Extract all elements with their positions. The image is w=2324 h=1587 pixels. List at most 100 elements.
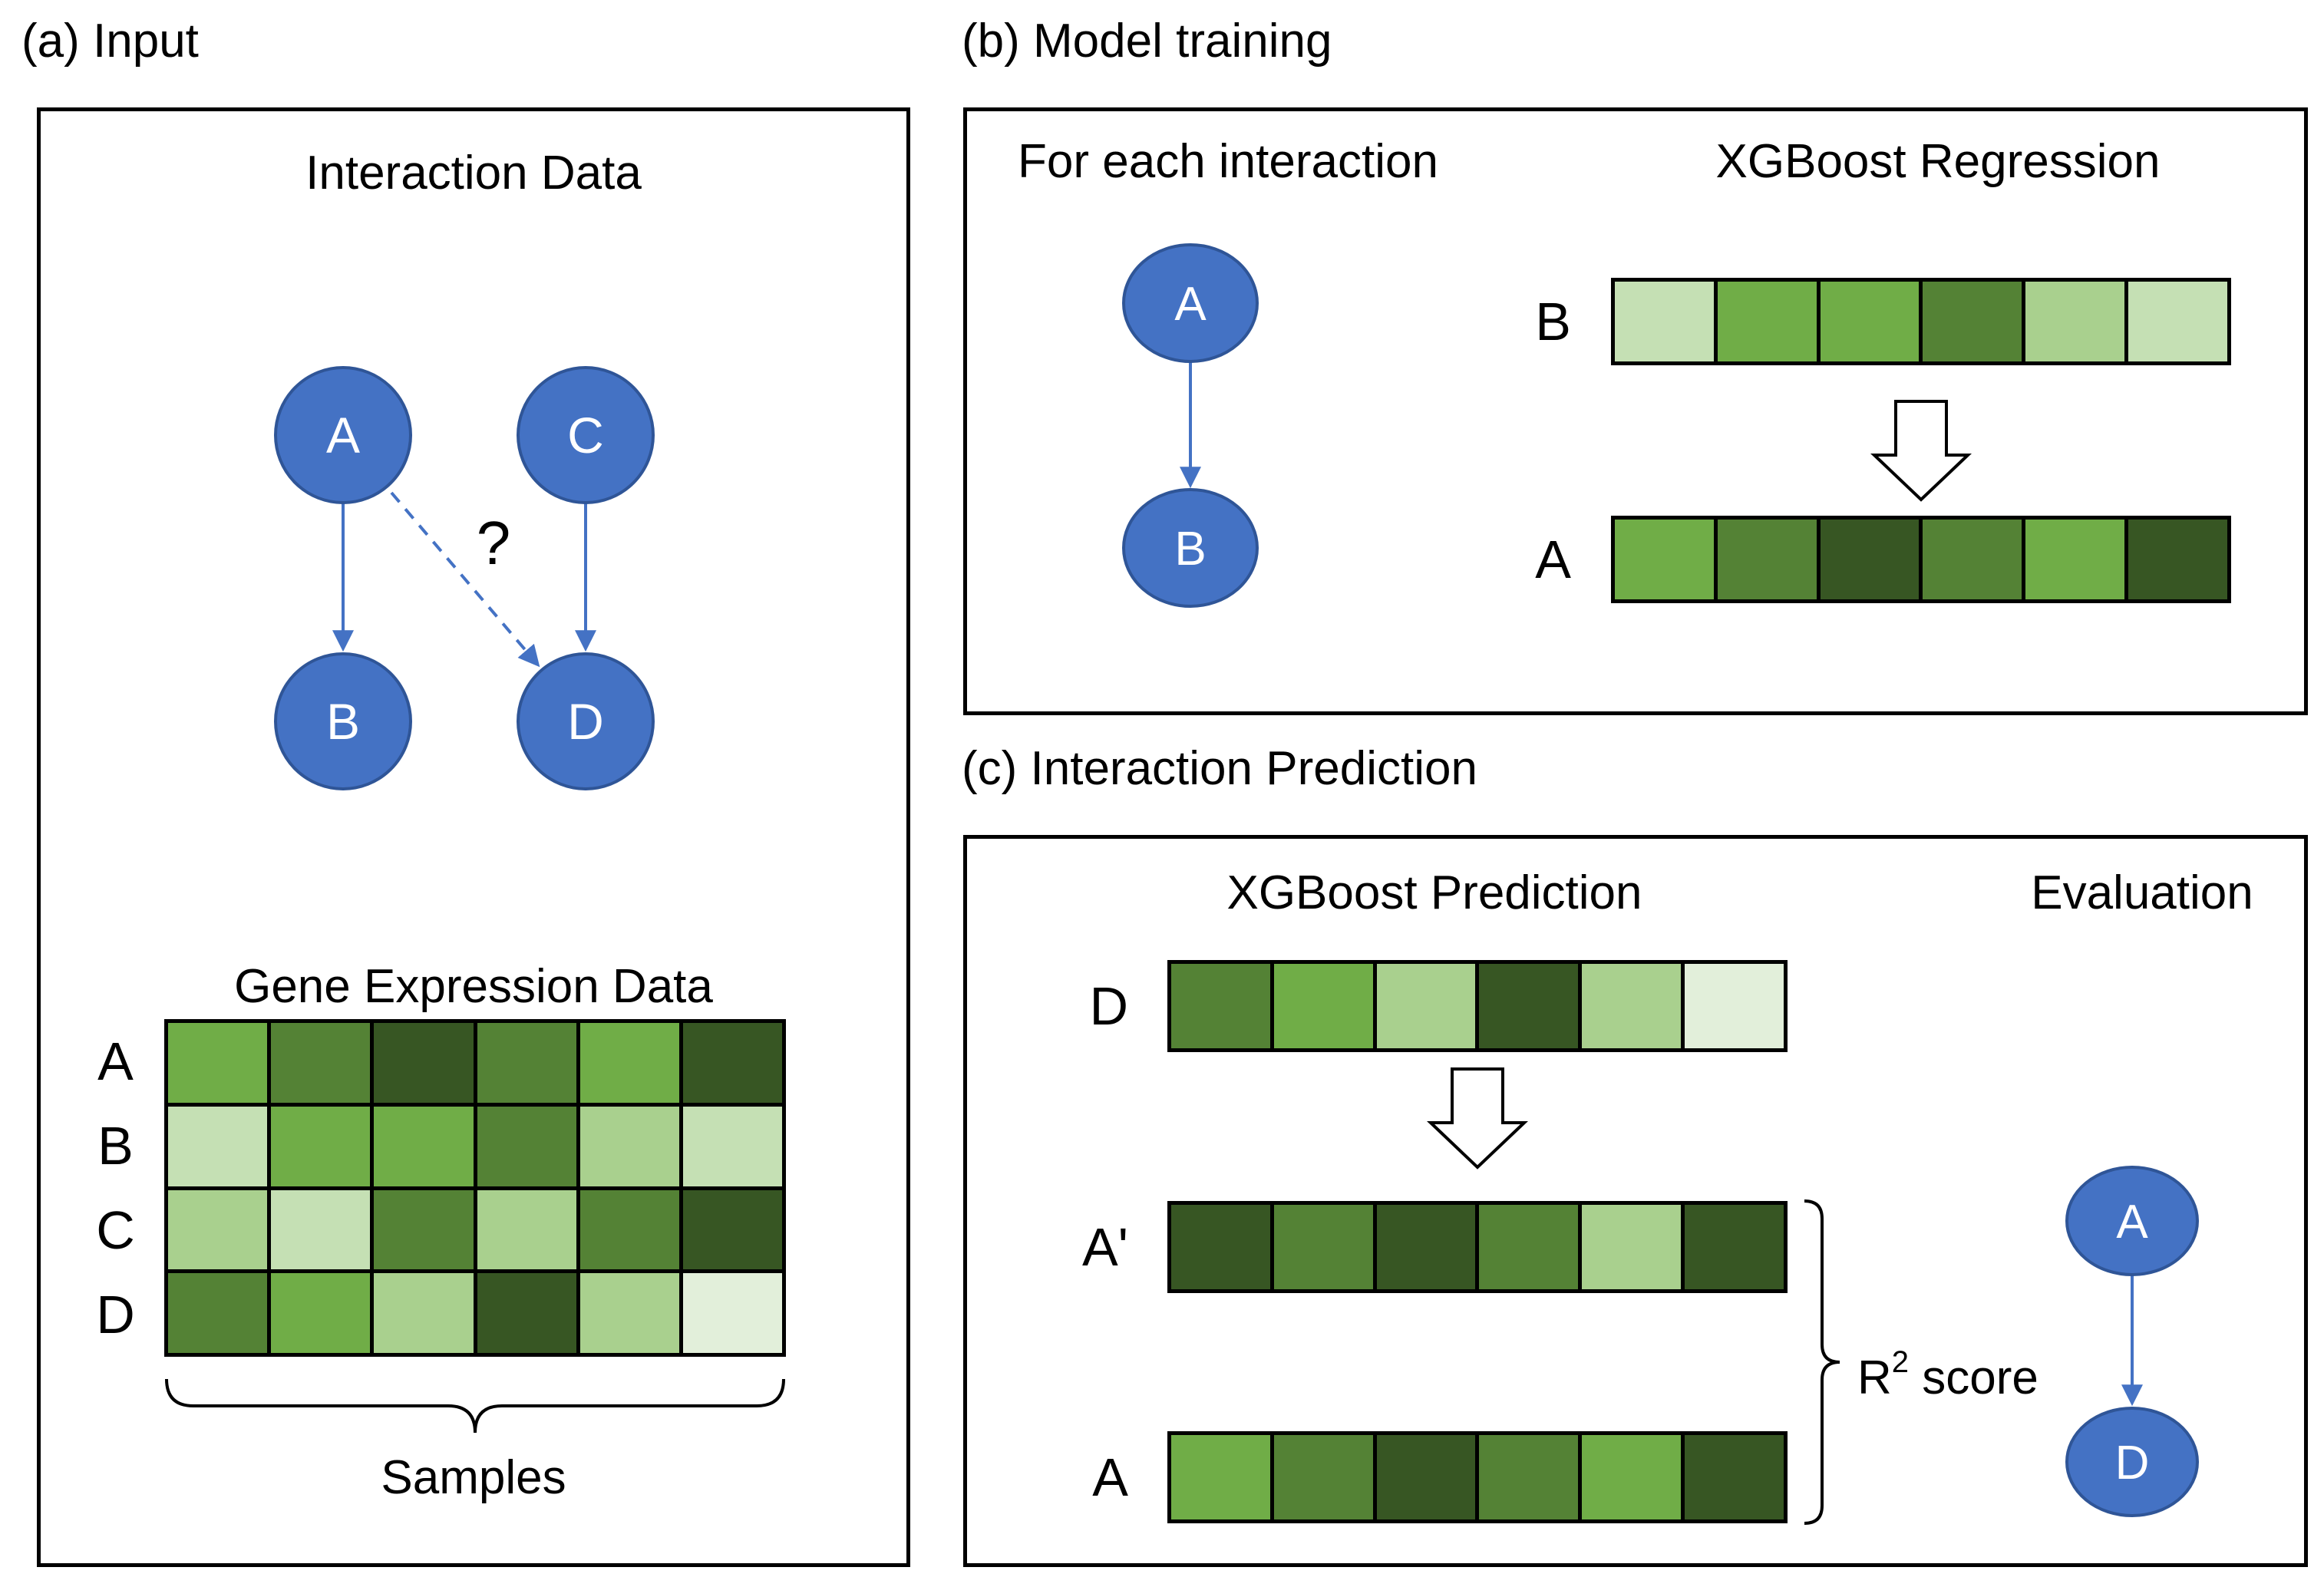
interaction-data-heading: Interaction Data: [305, 147, 642, 200]
expression-cell: [1376, 1435, 1480, 1519]
expression-cell: [1820, 520, 1923, 599]
panel-b-title: (b) Model training: [962, 15, 1332, 68]
expression-cell: [477, 1273, 580, 1353]
node-a-circle: [274, 366, 412, 504]
expression-cell: [1479, 964, 1583, 1048]
expression-cell: [1582, 1205, 1685, 1289]
expression-cell: [1685, 964, 1784, 1048]
expression-cell: [477, 1023, 580, 1103]
gene-expression-heading: Gene Expression Data: [234, 960, 713, 1013]
node-b-label: B: [1174, 523, 1206, 576]
expression-cell: [1923, 282, 2026, 361]
node-d-circle: [517, 652, 655, 790]
heatmap-row-label: B: [97, 1116, 134, 1176]
expression-cell: [1615, 520, 1718, 599]
expression-cell: [579, 1273, 683, 1353]
node-a-circle: [2065, 1166, 2199, 1276]
expression-cell: [2025, 282, 2129, 361]
expression-cell: [1171, 964, 1274, 1048]
heatmap-row-label: D: [96, 1285, 135, 1344]
expression-cell: [477, 1106, 580, 1186]
expression-cell: [2128, 282, 2227, 361]
expression-heatmap: [164, 1019, 786, 1357]
panel-b-model-training: For each interaction XGBoost Regression …: [963, 107, 2308, 715]
node-a-circle: [1122, 243, 1259, 363]
samples-brace: [165, 1378, 785, 1434]
expression-cell: [168, 1189, 272, 1270]
expression-cell: [374, 1023, 477, 1103]
r2-base: R: [1857, 1351, 1892, 1404]
expression-cell: [579, 1106, 683, 1186]
xgboost-prediction-heading: XGBoost Prediction: [1226, 866, 1642, 919]
panel-c-interaction-prediction: XGBoost Prediction Evaluation D A' A R2 …: [963, 835, 2308, 1567]
node-d-circle: [2065, 1407, 2199, 1517]
expression-cell: [1717, 520, 1821, 599]
r2-brace: [1804, 1199, 1840, 1525]
expression-cell: [1273, 1435, 1377, 1519]
expression-cell: [1582, 1435, 1685, 1519]
panel-a-input: Interaction Data ? A C B D Gene Expressi…: [37, 107, 910, 1567]
interaction-graph: ? A C B D: [274, 366, 655, 790]
expression-cell: [1923, 520, 2026, 599]
samples-brace-path: [165, 1378, 785, 1434]
heatmap-row: [168, 1106, 783, 1190]
expression-cell: [682, 1023, 783, 1103]
node-d-label: D: [567, 693, 604, 750]
node-b-circle: [1122, 488, 1259, 608]
expression-cell: [1376, 964, 1480, 1048]
strip-d-input: [1167, 960, 1788, 1052]
strip-a-actual-label: A: [1092, 1447, 1128, 1507]
expression-cell: [1171, 1435, 1274, 1519]
expression-cell: [579, 1023, 683, 1103]
node-a-label: A: [2116, 1196, 2148, 1249]
expression-cell: [168, 1106, 272, 1186]
strip-d-label: D: [1089, 976, 1128, 1036]
node-d-label: D: [2115, 1437, 2150, 1490]
expression-cell: [477, 1189, 580, 1270]
expression-cell: [1273, 964, 1377, 1048]
for-each-interaction-heading: For each interaction: [1018, 135, 1438, 188]
r2-superscript: 2: [1891, 1345, 1910, 1379]
heatmap-row-label: A: [97, 1031, 134, 1091]
expression-cell: [579, 1189, 683, 1270]
evaluation-graph: A D: [2065, 1166, 2199, 1517]
heatmap-row: [168, 1273, 783, 1353]
strip-a-prime-predicted: [1167, 1201, 1788, 1293]
expression-cell: [1273, 1205, 1377, 1289]
r2-brace-path: [1804, 1199, 1840, 1525]
expression-cell: [168, 1273, 272, 1353]
samples-label: Samples: [381, 1451, 566, 1504]
down-block-arrow-shape: [1426, 1067, 1529, 1170]
expression-cell: [1171, 1205, 1274, 1289]
down-block-arrow: [1870, 400, 1972, 502]
expression-cell: [374, 1273, 477, 1353]
node-b-circle: [274, 652, 412, 790]
node-c-circle: [517, 366, 655, 504]
expression-cell: [168, 1023, 272, 1103]
r2-score-label: R2 score: [1857, 1334, 2038, 1407]
expression-cell: [271, 1023, 375, 1103]
expression-cell: [2025, 520, 2129, 599]
expression-cell: [2128, 520, 2227, 599]
expression-cell: [1820, 282, 1923, 361]
strip-b-label: B: [1535, 292, 1571, 351]
expression-cell: [1376, 1205, 1480, 1289]
heatmap-row: [168, 1023, 783, 1107]
node-b-label: B: [326, 693, 360, 750]
training-pair-graph: A B: [1122, 243, 1259, 608]
expression-cell: [1615, 282, 1718, 361]
strip-a-label: A: [1535, 530, 1571, 589]
expression-cell: [374, 1106, 477, 1186]
expression-cell: [271, 1189, 375, 1270]
down-block-arrow: [1426, 1067, 1529, 1170]
expression-cell: [374, 1189, 477, 1270]
panel-c-title: (c) Interaction Prediction: [962, 742, 1477, 795]
expression-cell: [1479, 1205, 1583, 1289]
node-a-label: A: [326, 407, 360, 464]
expression-cell: [271, 1273, 375, 1353]
node-c-label: C: [567, 407, 604, 464]
strip-a-prime-label: A': [1081, 1217, 1128, 1277]
expression-cell: [1685, 1205, 1784, 1289]
